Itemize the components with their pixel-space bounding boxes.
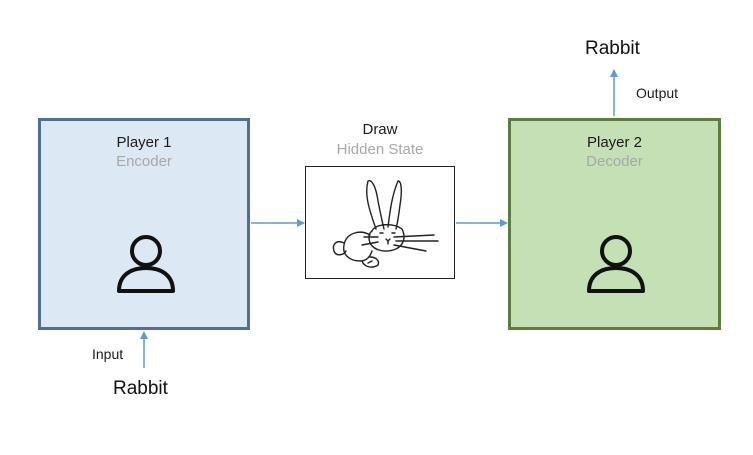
decoder-subtitle: Decoder <box>586 153 643 170</box>
hidden-state-box <box>305 166 455 279</box>
output-word: Rabbit <box>585 38 640 59</box>
decoder-player-box: Player 2 Decoder <box>508 118 721 330</box>
hidden-state-label: Hidden State <box>336 141 424 158</box>
input-word: Rabbit <box>113 378 168 399</box>
draw-label: Draw <box>362 121 398 138</box>
input-label: Input <box>92 346 124 362</box>
encoder-subtitle: Encoder <box>116 153 172 170</box>
decoder-title: Player 2 <box>586 134 643 151</box>
output-label: Output <box>636 85 679 101</box>
encoder-title: Player 1 <box>116 134 172 151</box>
person-icon <box>117 235 175 293</box>
person-icon <box>587 235 645 293</box>
rabbit-sketch-icon <box>332 180 439 268</box>
encoder-player-box: Player 1 Encoder <box>38 118 250 330</box>
